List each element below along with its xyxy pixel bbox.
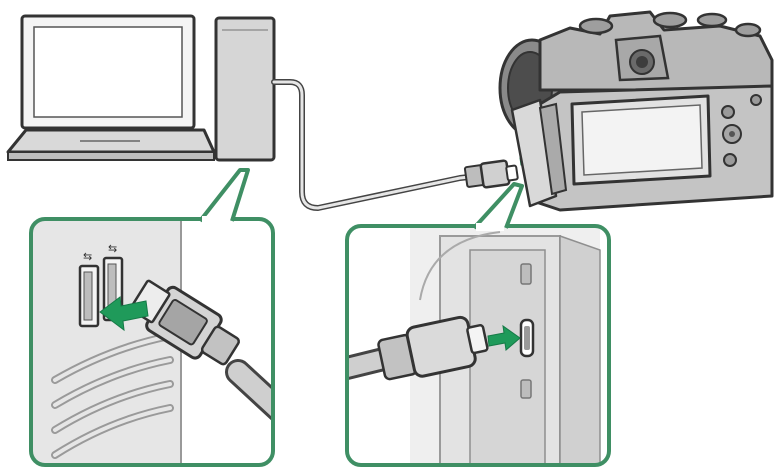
camera-icon xyxy=(500,12,772,210)
svg-text:⇆: ⇆ xyxy=(108,242,117,255)
laptop-icon xyxy=(8,16,214,160)
camera-port-detail xyxy=(347,184,609,465)
usb-cable-icon xyxy=(274,82,518,208)
computer-tower-icon xyxy=(216,18,274,160)
computer-port-detail: ⇆ ⇆ xyxy=(31,170,290,465)
svg-text:⇆: ⇆ xyxy=(83,250,92,263)
